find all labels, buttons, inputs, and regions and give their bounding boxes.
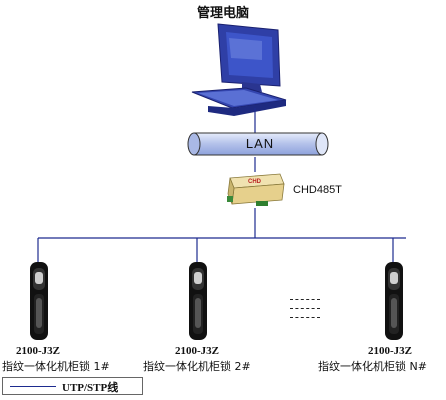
lock-model-label: 2100-J3Z (368, 345, 412, 357)
lock-name-label: 指纹一体化机柜锁 N# (318, 360, 427, 373)
ellipsis-dash (290, 299, 320, 300)
converter-logo-text: CHD (248, 179, 262, 185)
lock-name-label: 指纹一体化机柜锁 1# (2, 360, 110, 373)
legend-box (2, 377, 143, 395)
lock-name-label: 指纹一体化机柜锁 2# (143, 360, 251, 373)
lan-label: LAN (245, 136, 275, 151)
legend-label: UTP/STP线 (62, 382, 119, 394)
cabinet-lock-icon (30, 262, 48, 340)
lan-pipe (187, 132, 329, 156)
lock-device-1 (28, 262, 50, 344)
ellipsis-dash (290, 317, 320, 318)
lock-model-label: 2100-J3Z (175, 345, 219, 357)
converter-name: CHD485T (293, 184, 342, 196)
lock-model-label: 2100-J3Z (16, 345, 60, 357)
converter-device-icon: CHD (227, 173, 285, 206)
legend-line-swatch (10, 386, 56, 387)
ellipsis-dash (290, 308, 320, 309)
cabinet-lock-icon (189, 262, 207, 340)
lock-device-2 (187, 262, 209, 344)
computer-icon (191, 23, 287, 116)
cabinet-lock-icon (385, 262, 403, 340)
diagram-title: 管理电脑 (196, 6, 249, 21)
lock-device-n (383, 262, 405, 344)
